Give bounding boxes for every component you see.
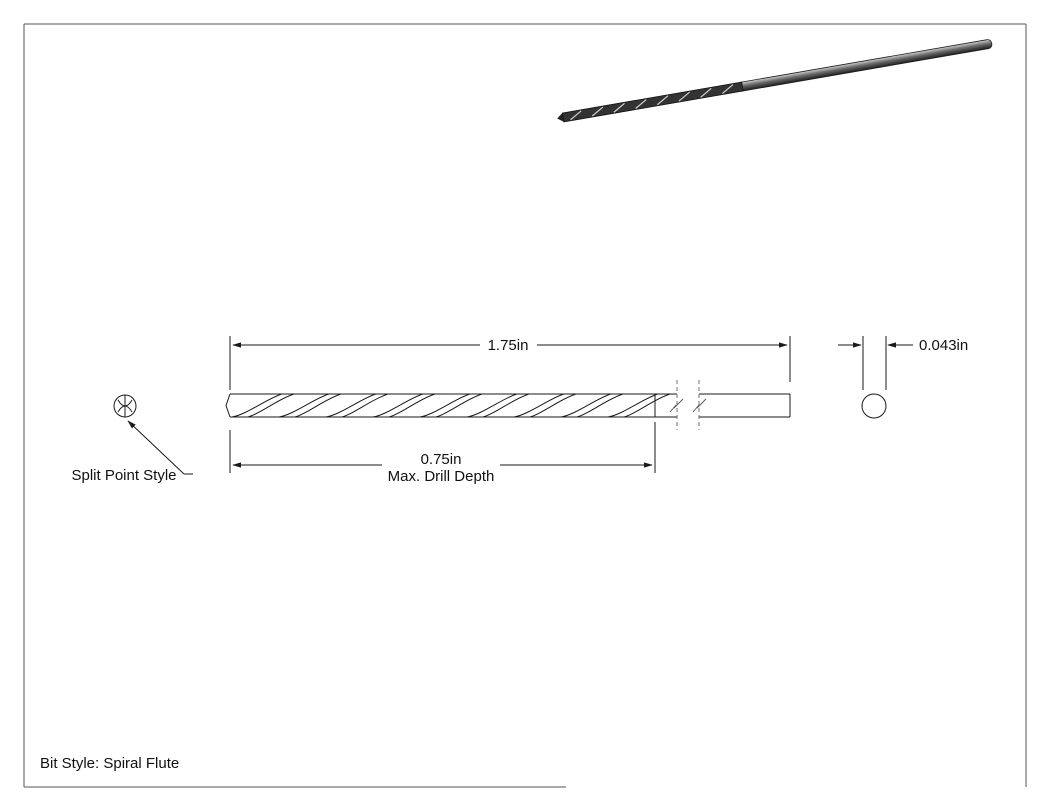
drill-depth-label: Max. Drill Depth <box>388 468 495 485</box>
flute-edge <box>482 393 530 418</box>
flute-highlight <box>570 110 582 121</box>
flute-edge <box>325 393 377 418</box>
flute-highlight <box>721 84 734 94</box>
flute-edge <box>388 393 436 418</box>
shank-end-view <box>861 393 887 419</box>
flute-edge <box>607 393 659 418</box>
flute-edge <box>513 393 565 418</box>
drill-depth-dimension <box>229 422 656 473</box>
drill-depth-value: 0.75in <box>421 451 462 468</box>
drill-bit-3d-view <box>557 39 993 123</box>
break-lines <box>676 380 700 430</box>
flute-highlight <box>591 106 604 117</box>
flute-highlight <box>613 102 625 113</box>
flute-edge <box>560 393 612 418</box>
flute-edge <box>466 393 518 418</box>
split-point-leader <box>127 420 193 475</box>
flute-edge <box>435 393 483 418</box>
flute-highlight <box>635 99 647 109</box>
diameter-label: 0.043in <box>919 337 968 354</box>
flute-edge <box>231 393 283 418</box>
flute-highlight <box>678 91 690 102</box>
flute-edge <box>372 393 424 418</box>
break-zigzags <box>669 398 707 413</box>
sheet-border <box>23 23 1027 788</box>
drill-bit-side-view <box>225 393 791 418</box>
flute-highlight <box>656 95 669 106</box>
split-point-label: Split Point Style <box>71 467 176 484</box>
flute-edge <box>623 393 671 418</box>
overall-length-label: 1.75in <box>488 337 529 354</box>
flute-edge <box>529 393 577 418</box>
split-point-end-view <box>113 394 137 418</box>
bit-style-note: Bit Style: Spiral Flute <box>40 755 179 772</box>
diameter-dimension <box>838 336 913 390</box>
flute-edge <box>576 393 624 418</box>
overall-length-dimension <box>229 336 791 390</box>
flute-edge <box>294 393 342 418</box>
flute-edge <box>419 393 471 418</box>
flute-highlight <box>700 87 712 98</box>
flute-edge <box>247 393 295 418</box>
flute-edge <box>278 393 330 418</box>
flute-edge <box>341 393 389 418</box>
